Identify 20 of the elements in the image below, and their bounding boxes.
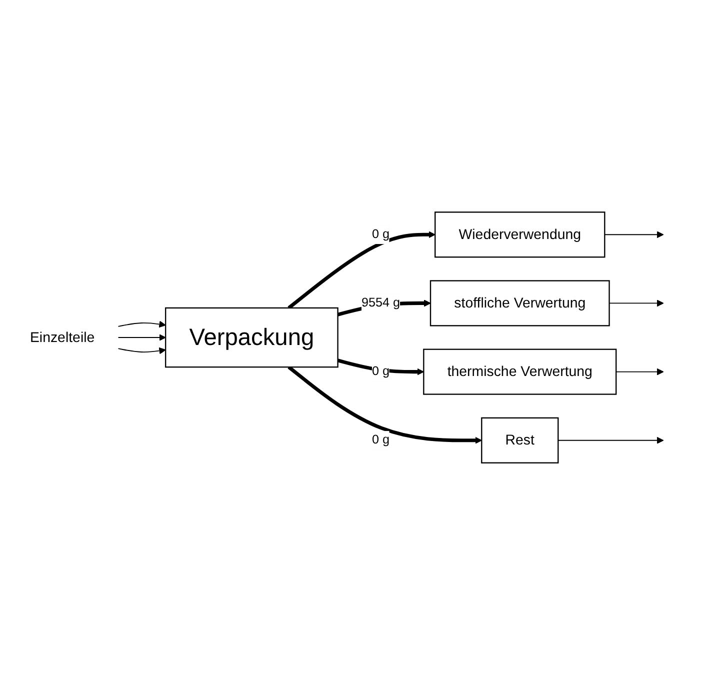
- node-box: Wiederverwendung: [434, 212, 606, 258]
- node-box: thermische Verwertung: [423, 348, 617, 395]
- arrow: [118, 320, 166, 328]
- edge-label: 0 g: [372, 364, 390, 378]
- arrow: [616, 368, 664, 376]
- arrow: [118, 334, 166, 341]
- arrow: [337, 358, 424, 376]
- arrow: [288, 366, 482, 444]
- node-box: Rest: [481, 417, 559, 464]
- node-box: stoffliche Verwertung: [430, 280, 610, 326]
- arrow: [608, 300, 664, 307]
- edge-label: 0 g: [372, 228, 390, 241]
- edge-label: 0 g: [372, 433, 390, 447]
- arrow: [604, 231, 664, 238]
- node-text: Einzelteile: [30, 329, 95, 345]
- arrow: [558, 436, 664, 444]
- edge-label: 9554 g: [361, 296, 400, 310]
- node-box: Verpackung: [165, 307, 338, 368]
- arrow: [118, 347, 166, 354]
- arrow: [288, 231, 436, 310]
